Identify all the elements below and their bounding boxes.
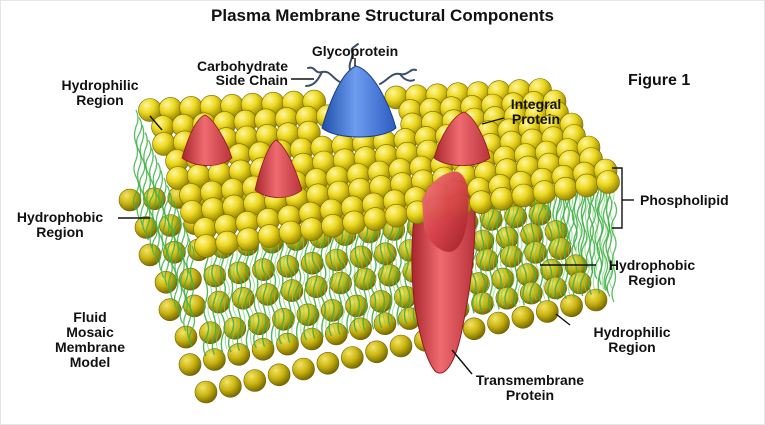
phospholipid-head-bottom	[463, 318, 485, 340]
phospholipid-head-bottom	[293, 358, 315, 380]
phospholipid-head-top	[512, 184, 535, 207]
phospholipid-head-bottom	[354, 268, 376, 290]
phospholipid-head-bottom	[244, 370, 266, 392]
phospholipid-head-bottom	[488, 312, 510, 334]
hydrophobic-left-label-line2: Region	[4, 225, 116, 240]
phospholipid-head-bottom	[175, 326, 197, 348]
hydrophobic-right-label-line1: Hydrophobic	[592, 258, 712, 273]
phospholipid-head-bottom	[366, 341, 388, 363]
model-label-line3: Membrane	[40, 340, 140, 355]
phospholipid-head-top	[300, 218, 323, 241]
phospholipid-head-top	[491, 187, 514, 210]
phospholipid-head-top	[554, 177, 577, 200]
phospholipid-head-bottom	[390, 335, 412, 357]
phospholipid-head-top	[533, 181, 556, 204]
hydrophilic-bottom-label-line1: Hydrophilic	[572, 325, 692, 340]
phospholipid-label: Phospholipid	[640, 193, 729, 208]
phospholipid-head-top	[279, 221, 302, 244]
phospholipid-head-bottom	[199, 322, 221, 344]
phospholipid-head-bottom	[585, 289, 607, 311]
transmembrane-label-line2: Protein	[460, 388, 600, 403]
integral-protein-label-line1: Integral	[496, 97, 576, 112]
phospholipid-head-top	[597, 171, 620, 194]
fatty-acid-tail	[140, 125, 145, 225]
phospholipid-head-bottom	[268, 364, 290, 386]
model-label-line1: Fluid	[40, 310, 140, 325]
phospholipid-head-bottom	[219, 375, 241, 397]
phospholipid-head-top	[364, 208, 387, 231]
phospholipid-head-top	[470, 191, 493, 214]
phospholipid-head-bottom	[179, 354, 201, 376]
phospholipid-head-top	[195, 235, 218, 258]
phospholipid-head-bottom	[512, 306, 534, 328]
phospholipid-head-bottom	[341, 347, 363, 369]
integral-protein-label-line2: Protein	[496, 112, 576, 127]
phospholipid-head-bottom	[317, 352, 339, 374]
hydrophobic-left-label-line1: Hydrophobic	[4, 210, 116, 225]
hydrophobic-right-label-line2: Region	[592, 273, 712, 288]
hydrophilic-top-label-line2: Region	[45, 93, 155, 108]
phospholipid-head-bottom	[224, 317, 246, 339]
phospholipid-head-top	[216, 231, 239, 254]
model-label-line2: Mosaic	[40, 325, 140, 340]
hydrophilic-top-label-line1: Hydrophilic	[45, 78, 155, 93]
hydrophilic-bottom-label-line2: Region	[572, 340, 692, 355]
phospholipid-head-bottom	[350, 318, 372, 340]
phospholipid-head-top	[237, 228, 260, 251]
glycoprotein-label: Glycoprotein	[290, 44, 420, 59]
phospholipid-head-top	[385, 204, 408, 227]
phospholipid-head-top	[258, 224, 281, 247]
phospholipid-head-top	[343, 211, 366, 234]
model-label-line4: Model	[40, 355, 140, 370]
phospholipid-head-bottom	[561, 295, 583, 317]
phospholipid-head-top	[321, 214, 344, 237]
phospholipid-head-bottom	[569, 272, 591, 294]
phospholipid-head-bottom	[476, 249, 498, 271]
carbohydrate-label-line2: Side Chain	[176, 73, 288, 88]
phospholipid-head-bottom	[536, 301, 558, 323]
phospholipid-head-bottom	[195, 381, 217, 403]
phospholipid-head-top	[575, 174, 598, 197]
transmembrane-label-line1: Transmembrane	[460, 373, 600, 388]
